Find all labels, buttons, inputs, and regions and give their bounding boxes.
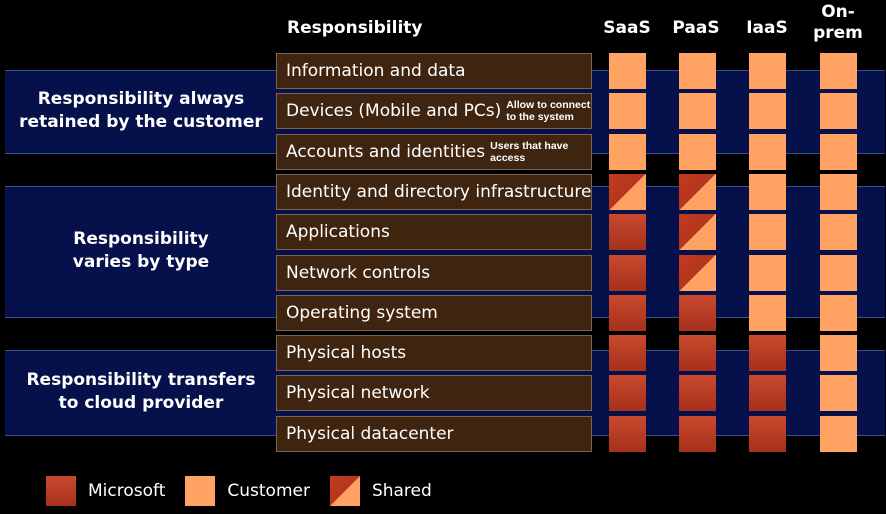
row-note: Allow to connect to the system	[506, 99, 591, 123]
cell-customer	[749, 174, 786, 210]
cell-customer	[820, 174, 857, 210]
legend-label-shared: Shared	[371, 481, 432, 501]
cell-customer	[749, 295, 786, 331]
cell-microsoft	[609, 295, 646, 331]
cell-customer	[749, 134, 786, 170]
legend-label-microsoft: Microsoft	[88, 481, 166, 501]
group-label-customer: Responsibility always retained by the cu…	[19, 89, 263, 132]
legend-item-shared: Shared	[329, 476, 432, 506]
cell-customer	[679, 53, 716, 89]
row-label: Information and data	[286, 61, 466, 81]
cell-microsoft	[609, 255, 646, 291]
cell-customer	[820, 335, 857, 371]
cell-customer	[749, 214, 786, 250]
cell-customer	[609, 134, 646, 170]
column-header-paas: PaaS	[672, 18, 720, 38]
cell-customer	[820, 134, 857, 170]
row-1: Devices (Mobile and PCs)Allow to connect…	[276, 93, 592, 129]
cell-shared	[679, 214, 716, 250]
cell-customer	[820, 255, 857, 291]
cell-customer	[609, 53, 646, 89]
legend-item-customer: Customer	[185, 476, 310, 506]
cell-customer	[820, 416, 857, 452]
cell-shared	[609, 174, 646, 210]
row-label: Devices (Mobile and PCs)	[286, 101, 502, 121]
row-4: Applications	[276, 214, 592, 250]
cell-customer	[679, 93, 716, 129]
row-6: Operating system	[276, 295, 592, 331]
row-label: Physical hosts	[286, 343, 407, 363]
row-label: Operating system	[286, 303, 438, 323]
row-5: Network controls	[276, 255, 592, 291]
cell-customer	[820, 93, 857, 129]
row-9: Physical datacenter	[276, 416, 592, 452]
cell-microsoft	[679, 416, 716, 452]
cell-microsoft	[609, 375, 646, 411]
legend: Microsoft Customer Shared	[46, 476, 452, 506]
row-label: Applications	[286, 222, 390, 242]
cell-customer	[749, 53, 786, 89]
legend-swatch-shared	[329, 476, 360, 506]
row-label: Network controls	[286, 263, 431, 283]
cell-shared	[679, 255, 716, 291]
legend-label-customer: Customer	[227, 481, 310, 501]
column-header-iaas: IaaS	[746, 18, 788, 38]
cell-microsoft	[679, 335, 716, 371]
cell-customer	[820, 214, 857, 250]
cell-microsoft	[749, 416, 786, 452]
cell-microsoft	[749, 375, 786, 411]
cell-customer	[749, 93, 786, 129]
cell-microsoft	[679, 375, 716, 411]
cell-shared	[679, 174, 716, 210]
row-0: Information and data	[276, 53, 592, 89]
row-8: Physical network	[276, 375, 592, 411]
row-7: Physical hosts	[276, 335, 592, 371]
row-label: Physical datacenter	[286, 424, 454, 444]
legend-swatch-microsoft	[46, 476, 76, 506]
cell-customer	[820, 53, 857, 89]
row-label: Physical network	[286, 383, 430, 403]
group-label-varies: Responsibility varies by type	[72, 229, 210, 272]
group-label-provider: Responsibility transfers to cloud provid…	[26, 370, 256, 413]
cell-customer	[609, 93, 646, 129]
legend-swatch-customer	[185, 476, 216, 506]
cell-microsoft	[679, 295, 716, 331]
row-label: Accounts and identities	[286, 142, 486, 162]
column-header-saas: SaaS	[603, 18, 651, 38]
cell-microsoft	[609, 214, 646, 250]
row-note: Users that have access	[490, 140, 569, 164]
row-label: Identity and directory infrastructure	[286, 182, 592, 202]
cell-customer	[820, 375, 857, 411]
legend-item-microsoft: Microsoft	[46, 476, 165, 506]
cell-customer	[749, 255, 786, 291]
column-header-onprem: On- prem	[813, 2, 863, 43]
cell-customer	[820, 295, 857, 331]
responsibility-header: Responsibility	[287, 18, 423, 38]
cell-customer	[679, 134, 716, 170]
cell-microsoft	[609, 416, 646, 452]
row-3: Identity and directory infrastructure	[276, 174, 592, 210]
cell-microsoft	[749, 335, 786, 371]
cell-microsoft	[609, 335, 646, 371]
